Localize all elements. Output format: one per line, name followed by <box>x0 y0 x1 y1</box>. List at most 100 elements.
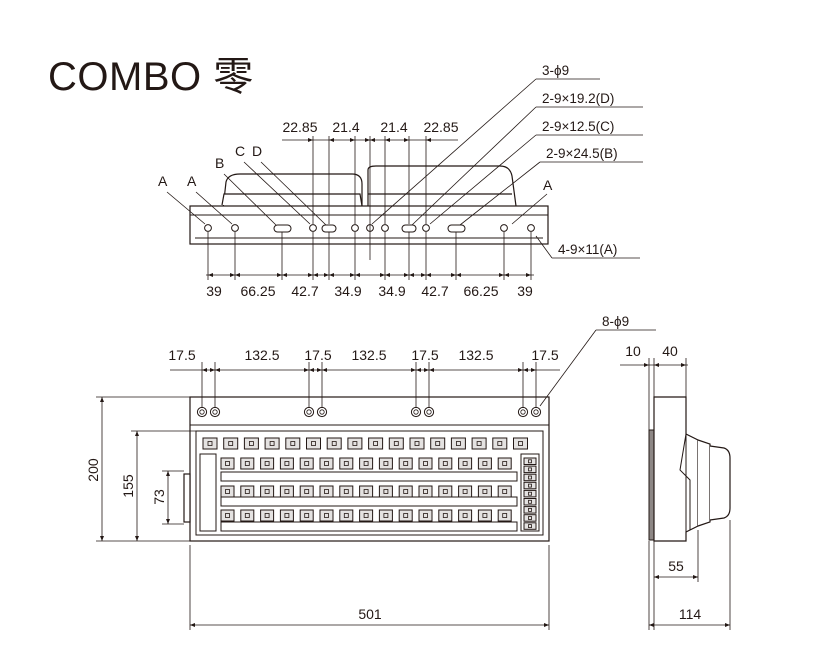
key <box>378 485 393 498</box>
key <box>279 485 294 498</box>
key-dot <box>207 441 213 446</box>
key-dot <box>482 513 488 518</box>
key <box>339 485 354 498</box>
dim-label: 114 <box>679 606 702 622</box>
key-dot <box>423 489 428 494</box>
key <box>339 509 354 522</box>
key <box>398 509 413 522</box>
side-key-dot <box>528 524 532 528</box>
arrowhead <box>409 273 414 277</box>
arrowhead <box>317 368 322 372</box>
dim-label: 34.9 <box>334 283 361 299</box>
arrowhead <box>370 138 375 142</box>
arrowhead <box>308 138 313 142</box>
dim-label: 40 <box>662 343 678 359</box>
arrowhead <box>654 575 659 579</box>
key-dot <box>343 461 349 466</box>
dim-label: 66.25 <box>240 283 275 299</box>
key-dot <box>383 489 389 494</box>
arrowhead <box>365 138 370 142</box>
arrowhead <box>504 273 509 277</box>
arrowhead <box>544 623 549 627</box>
key <box>368 437 384 450</box>
dim-label: 73 <box>151 489 167 505</box>
side-key <box>523 522 537 530</box>
key <box>220 509 235 522</box>
key-dot <box>352 441 358 446</box>
arrowhead <box>693 575 698 579</box>
arrowhead <box>350 273 355 277</box>
key-dot <box>455 441 461 446</box>
key-dot <box>414 441 420 446</box>
hole-c <box>309 224 317 232</box>
arrowhead <box>385 138 390 142</box>
side-faceplate <box>648 429 655 541</box>
side-key <box>523 465 537 474</box>
key <box>477 509 492 522</box>
page-title: COMBO 零 <box>48 55 254 99</box>
callout-label: 2-9×24.5(B) <box>546 146 618 161</box>
key-dot <box>502 489 508 494</box>
hole-a <box>527 224 535 232</box>
key <box>299 485 314 498</box>
arrowhead <box>526 273 531 277</box>
hole-a <box>500 224 508 232</box>
key-dot <box>363 461 369 466</box>
arrowhead <box>215 368 220 372</box>
side-body <box>653 396 699 542</box>
key-strip <box>220 496 518 507</box>
key-dot <box>284 513 290 518</box>
side-key <box>523 514 537 522</box>
slot-b <box>447 224 466 233</box>
key-dot <box>482 489 488 494</box>
key-dot <box>363 513 369 518</box>
key-strip <box>220 471 518 482</box>
key <box>285 437 301 450</box>
arrowhead <box>421 273 426 277</box>
arrowhead <box>313 273 318 277</box>
key <box>223 437 239 450</box>
key <box>220 457 235 470</box>
callout-label: 8-ϕ9 <box>602 314 629 329</box>
key <box>497 485 512 498</box>
arrowhead <box>654 363 659 367</box>
key-dot <box>264 461 270 466</box>
arrowhead <box>426 273 431 277</box>
key-dot <box>324 513 329 518</box>
key-dot <box>482 461 488 466</box>
key-dot <box>225 489 230 494</box>
dim-label: 55 <box>668 558 684 574</box>
side-key <box>523 473 537 482</box>
keypad-frame <box>195 430 544 536</box>
key <box>347 437 363 450</box>
key <box>319 457 334 470</box>
arrowhead <box>309 368 314 372</box>
callout-label: 3-ϕ9 <box>542 63 569 78</box>
keypad-side-bar <box>199 453 217 532</box>
key-dot <box>228 441 234 446</box>
arrowhead <box>210 368 215 372</box>
mount-hole-inner <box>533 409 539 415</box>
arrowhead <box>166 519 170 524</box>
key-dot <box>363 489 369 494</box>
arrowhead <box>649 623 654 627</box>
key <box>260 457 275 470</box>
arrowhead <box>404 138 409 142</box>
arrowhead <box>518 368 523 372</box>
key-dot <box>244 489 250 494</box>
arrowhead <box>411 368 416 372</box>
arrowhead <box>404 273 409 277</box>
arrowhead <box>385 273 390 277</box>
arrowhead <box>100 397 104 402</box>
arrowhead <box>202 368 207 372</box>
mount-holes <box>196 406 542 418</box>
key-dot <box>269 441 275 446</box>
letter-label: B <box>215 155 224 171</box>
arrowhead <box>531 368 536 372</box>
arrowhead <box>456 273 461 277</box>
key-dot <box>373 441 379 446</box>
mount-hole-inner <box>306 409 312 415</box>
side-key-dot <box>528 499 532 504</box>
dim-label: 501 <box>358 606 382 622</box>
